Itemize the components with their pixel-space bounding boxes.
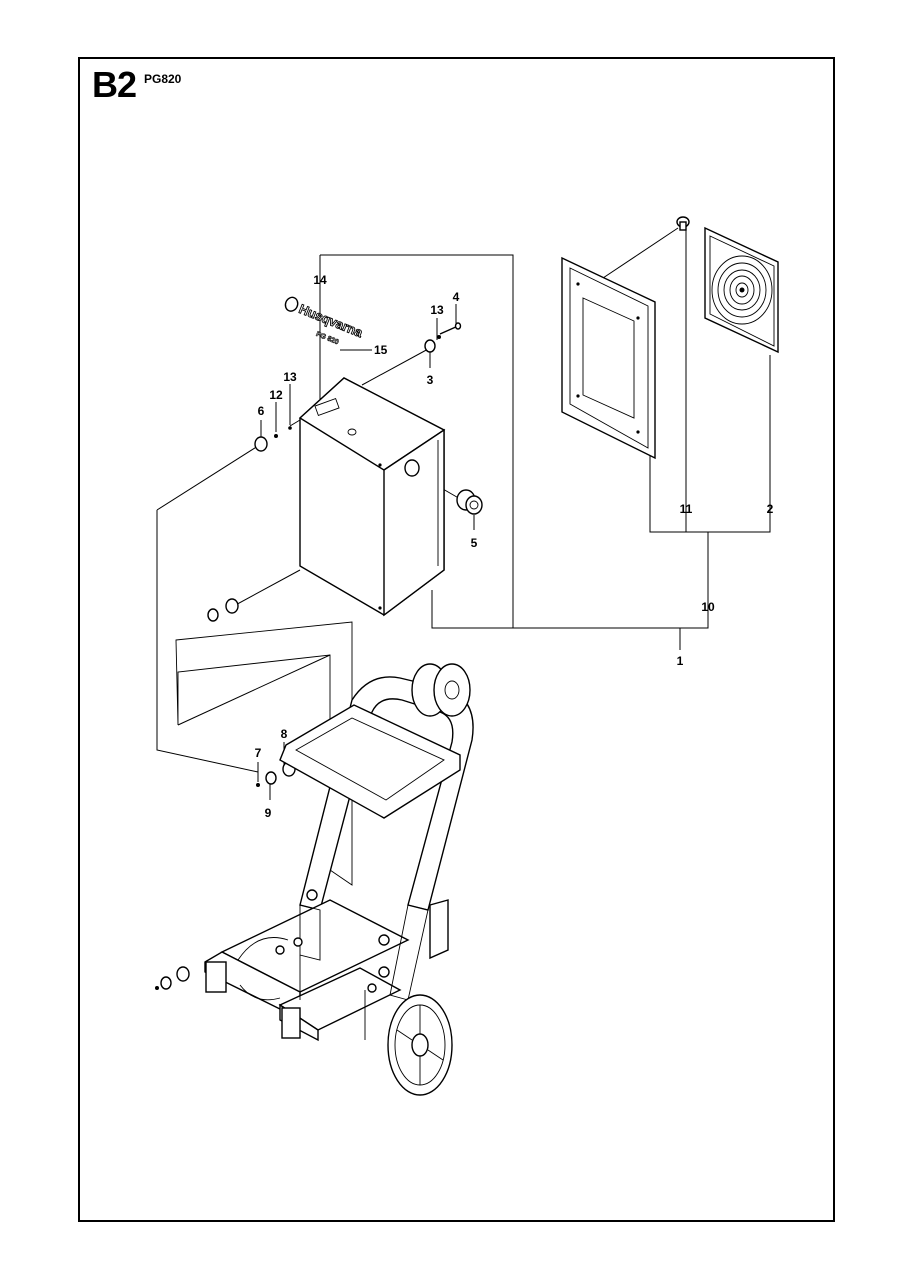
callout-9: 9 [265,806,272,820]
callout-6: 6 [258,404,265,418]
fan-grille-part [704,226,779,354]
section-code: B2 [92,64,137,105]
callout-8: 8 [281,727,288,741]
logo-model-text: PG 820 [315,331,340,346]
trolley-frame-part [204,663,474,1042]
callout-4: 4 [453,290,460,304]
model-code: PG820 [144,72,182,86]
callout-labels: 14 4 13 15 3 13 12 6 11 2 5 10 1 8 7 9 [255,273,774,820]
filter-frame-part [561,256,656,460]
callout-12: 12 [269,388,283,402]
callout-3: 3 [427,373,434,387]
callout-11: 11 [680,502,693,516]
callout-13-top: 13 [430,303,444,317]
enclosure-box-part [298,377,446,617]
diagram-frame [78,57,835,1222]
logo-brand-text: Husqvarna [297,301,366,340]
trolley-wheels-part [237,937,453,1096]
callout-1: 1 [677,654,684,668]
callout-2: 2 [767,502,774,516]
cable-gland-part [456,489,483,515]
callout-10: 10 [701,600,715,614]
filter-screw-part [676,216,690,231]
logo-sticker-part: Husqvarna PG 820 [284,296,366,347]
callout-7: 7 [255,746,262,760]
callout-14: 14 [313,273,327,287]
callout-5: 5 [471,536,478,550]
callout-15: 15 [374,343,388,357]
leader-lines [156,227,771,886]
callout-13-left: 13 [283,370,297,384]
